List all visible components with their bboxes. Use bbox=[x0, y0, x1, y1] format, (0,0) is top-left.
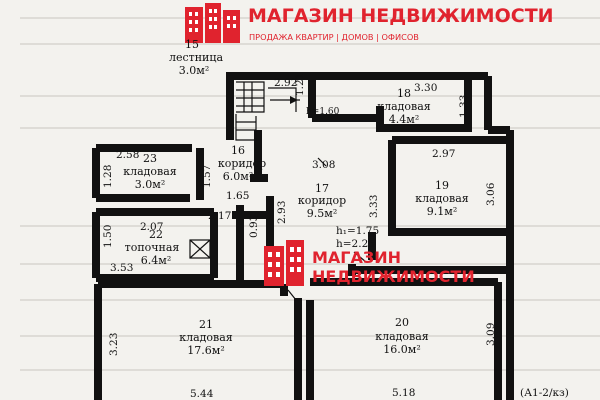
room-number: 18 bbox=[397, 87, 411, 100]
brand-name-line1: МАГАЗИН bbox=[312, 248, 401, 267]
room-16: 16 коридор 6.0м² bbox=[218, 144, 266, 183]
height-h1: h₁=1.75 bbox=[336, 225, 379, 237]
room-name: коридор bbox=[218, 157, 266, 170]
dim-5-44: 5.44 bbox=[190, 388, 214, 400]
height-stair: h=1.60 bbox=[306, 107, 340, 117]
building-icon bbox=[264, 240, 304, 286]
brand-tagline: ПРОДАЖА КВАРТИР | ДОМОВ | ОФИСОВ bbox=[249, 32, 419, 42]
room-number: 20 bbox=[395, 316, 409, 329]
dim-2-97: 2.97 bbox=[432, 148, 455, 160]
room-21: 21 кладовая 17.6м² bbox=[179, 318, 233, 357]
room-number: 21 bbox=[199, 318, 213, 331]
dim-3-08: 3.08 bbox=[312, 159, 335, 171]
room-number: 17 bbox=[315, 182, 329, 195]
room-name: кладовая bbox=[415, 192, 469, 205]
dim-1-21: 1.21 bbox=[294, 73, 306, 96]
room-number: 15 bbox=[185, 38, 199, 51]
dimensions: 2.92 1.21 3.30 1.33 2.58 1.28 1.57 3.08 … bbox=[102, 73, 497, 400]
dim-1-33: 1.33 bbox=[458, 95, 470, 118]
brand-logo-center: МАГАЗИН НЕДВИЖИМОСТИ bbox=[264, 240, 475, 286]
room-area: 6.4м² bbox=[141, 254, 171, 267]
room-number: 22 bbox=[149, 228, 163, 241]
room-name: лестница bbox=[169, 51, 223, 64]
dim-3-30: 3.30 bbox=[414, 82, 437, 94]
ceiling-heights: h₁=1.75 h=2.25 h=1.60 bbox=[306, 107, 379, 250]
dim-3-06: 3.06 bbox=[485, 182, 497, 206]
room-area: 9.5м² bbox=[307, 207, 337, 220]
room-18: 18 кладовая 4.4м² bbox=[377, 87, 431, 126]
room-19: 19 кладовая 9.1м² bbox=[415, 179, 469, 218]
room-area: 6.0м² bbox=[223, 170, 253, 183]
dim-3-23: 3.23 bbox=[108, 333, 120, 356]
dim-2-07: 2.07 bbox=[140, 221, 163, 233]
room-area: 16.0м² bbox=[383, 343, 420, 356]
dim-1-57: 1.57 bbox=[201, 165, 213, 188]
staircase bbox=[235, 81, 300, 141]
room-name: кладовая bbox=[123, 165, 177, 178]
room-number: 19 bbox=[435, 179, 449, 192]
room-name: кладовая bbox=[377, 100, 431, 113]
dim-2-17: 2.17 bbox=[208, 210, 231, 222]
boiler-symbol-icon bbox=[189, 239, 211, 259]
building-icon bbox=[185, 3, 240, 43]
room-area: 3.0м² bbox=[179, 64, 209, 77]
height-h2: h=2.25 bbox=[336, 238, 375, 250]
room-area: 17.6м² bbox=[187, 344, 224, 357]
room-17: 17 коридор 9.5м² bbox=[298, 182, 346, 220]
room-area: 3.0м² bbox=[135, 178, 165, 191]
dim-1-65: 1.65 bbox=[226, 190, 249, 202]
room-name: кладовая bbox=[375, 330, 429, 343]
room-area: 9.1м² bbox=[427, 205, 457, 218]
plan-code: (А1-2/кз) bbox=[520, 387, 569, 399]
room-name: кладовая bbox=[179, 331, 233, 344]
dim-5-18: 5.18 bbox=[392, 387, 415, 399]
room-name: топочная bbox=[125, 241, 180, 254]
dim-2-93: 2.93 bbox=[276, 201, 288, 224]
room-number: 23 bbox=[143, 152, 157, 165]
room-20: 20 кладовая 16.0м² bbox=[375, 316, 429, 356]
walls bbox=[92, 72, 514, 400]
dim-2-58: 2.58 bbox=[116, 149, 139, 161]
room-15: 15 лестница 3.0м² bbox=[169, 38, 223, 77]
dim-1-50: 1.50 bbox=[102, 225, 114, 248]
brand-name: МАГАЗИН НЕДВИЖИМОСТИ bbox=[248, 5, 554, 27]
room-number: 16 bbox=[231, 144, 245, 157]
dim-2-92: 2.92 bbox=[274, 77, 297, 89]
brand-name-line2: НЕДВИЖИМОСТИ bbox=[312, 267, 475, 286]
room-name: коридор bbox=[298, 194, 346, 207]
dim-1-28: 1.28 bbox=[102, 165, 114, 188]
dim-3-09: 3.09 bbox=[485, 323, 497, 346]
room-22: 22 топочная 6.4м² bbox=[125, 228, 180, 267]
door-swings bbox=[287, 157, 367, 301]
room-area: 4.4м² bbox=[389, 113, 419, 126]
dim-0-93: 0.93 bbox=[248, 215, 260, 238]
brand-logo-top: МАГАЗИН НЕДВИЖИМОСТИ ПРОДАЖА КВАРТИР | Д… bbox=[185, 3, 554, 43]
dim-3-33: 3.33 bbox=[368, 195, 380, 218]
stair-arrow-icon bbox=[290, 96, 298, 104]
dim-3-53: 3.53 bbox=[110, 262, 133, 274]
room-23: 23 кладовая 3.0м² bbox=[123, 152, 177, 191]
